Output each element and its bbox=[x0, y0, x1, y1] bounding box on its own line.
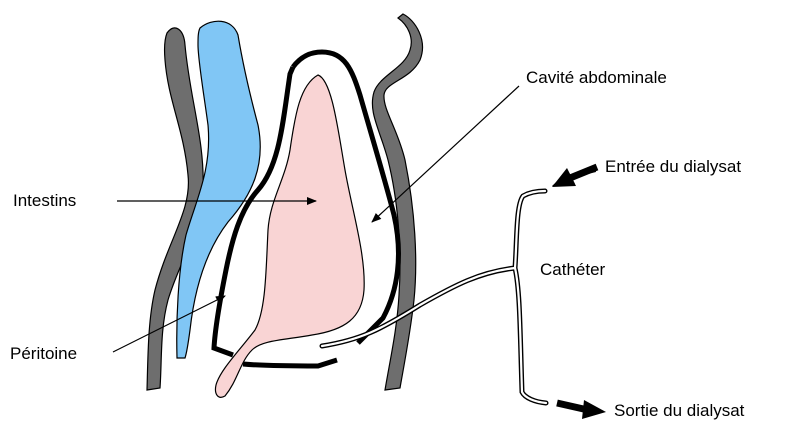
inflow-arrow-icon bbox=[552, 167, 597, 187]
label-sortie-dialysat: Sortie du dialysat bbox=[614, 401, 745, 420]
label-catheter: Cathéter bbox=[540, 260, 606, 279]
outflow-arrow-icon bbox=[557, 400, 606, 419]
label-cavite-abdominale: Cavité abdominale bbox=[526, 68, 667, 87]
peritoine-leader bbox=[113, 296, 225, 352]
label-entree-dialysat: Entrée du dialysat bbox=[605, 157, 741, 176]
label-intestins: Intestins bbox=[13, 191, 76, 210]
label-peritoine: Péritoine bbox=[10, 344, 77, 363]
right-body-wall bbox=[372, 14, 422, 390]
